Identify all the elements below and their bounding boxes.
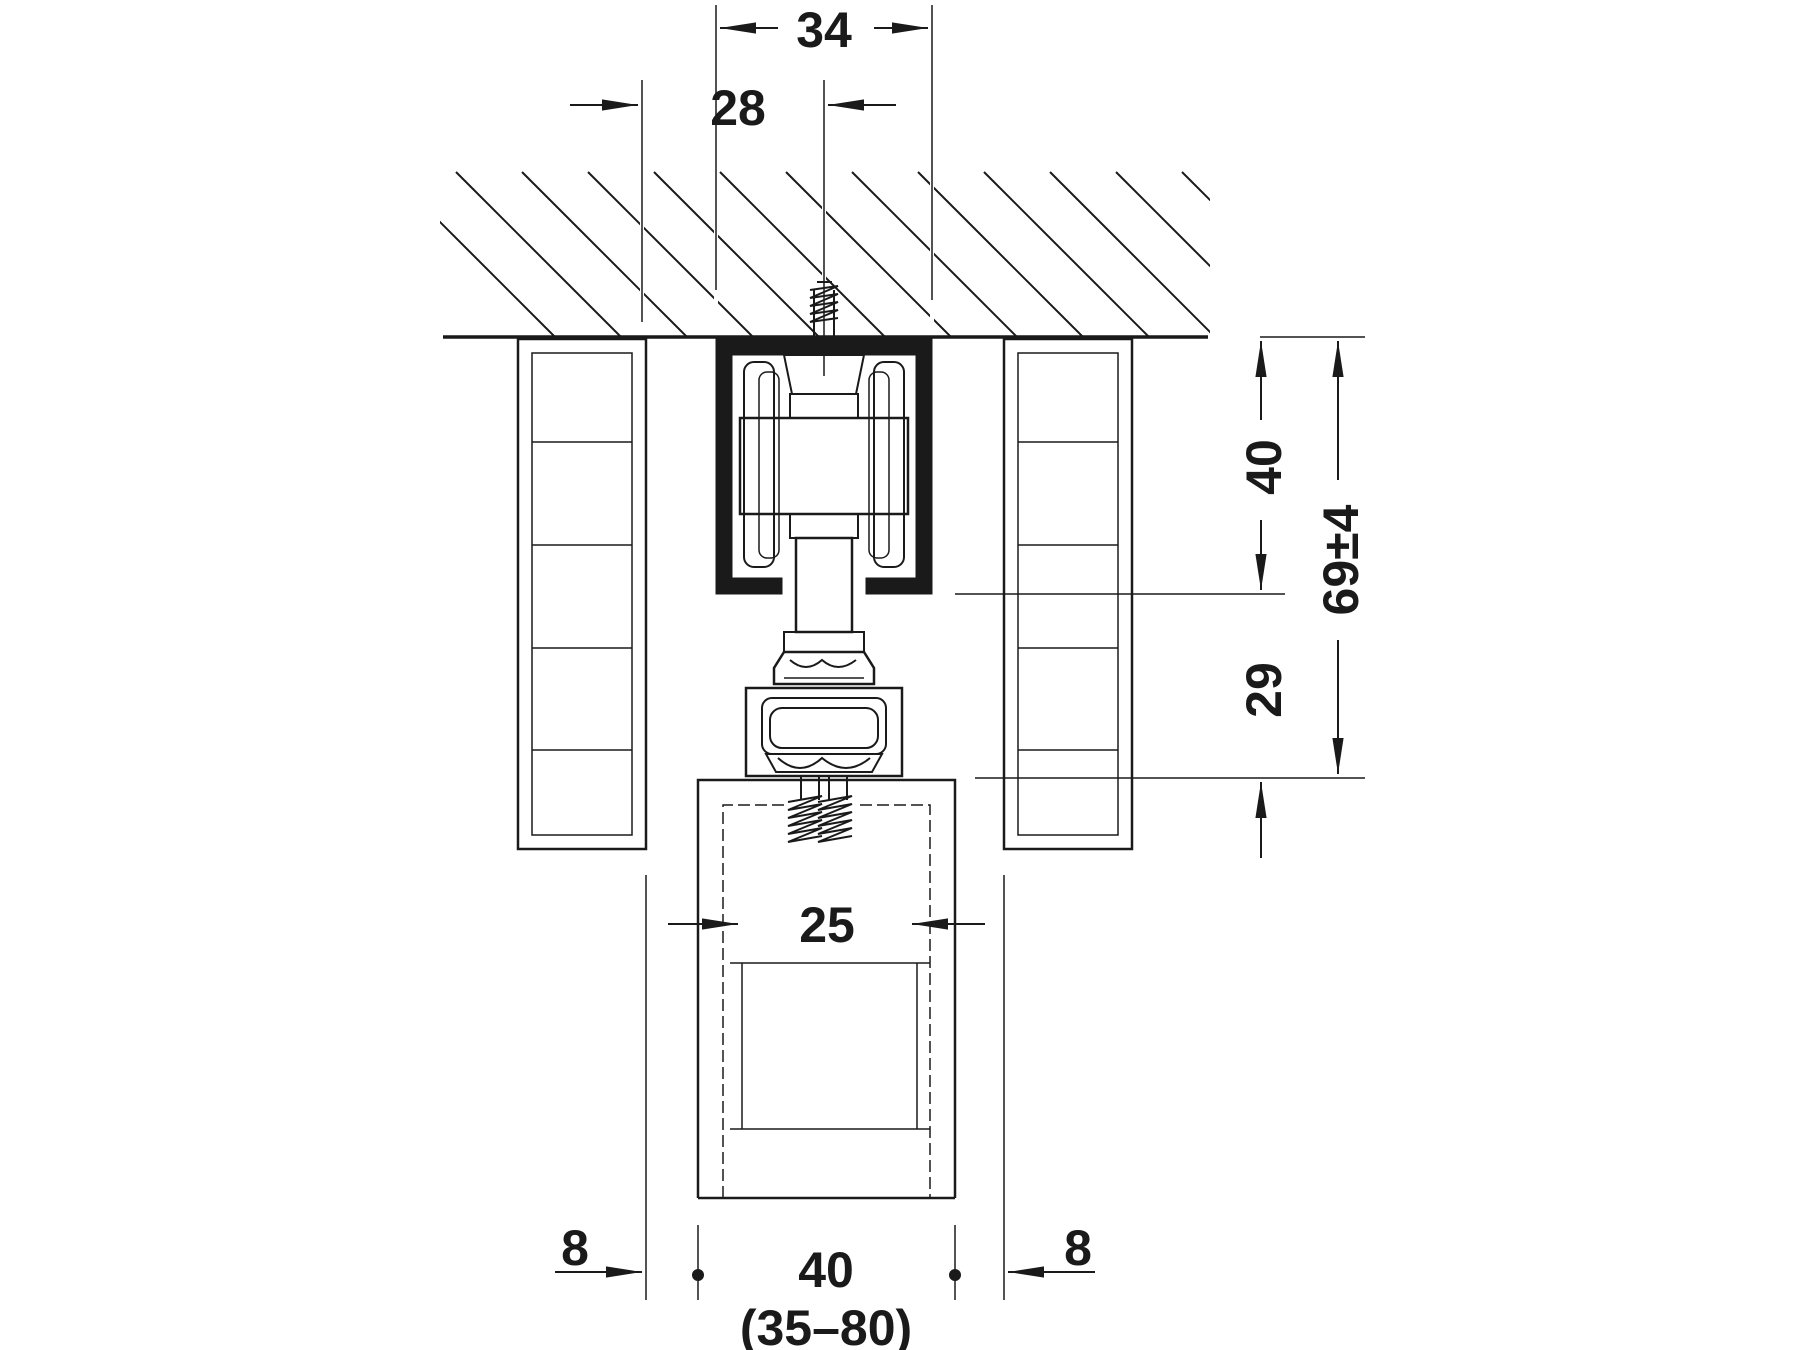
dimension-69-vertical: 69±4 (1313, 341, 1369, 774)
dim-label-29: 29 (1236, 662, 1292, 718)
dimension-8-left: 8 (555, 875, 647, 1300)
dim-label-40-door: 40 (798, 1242, 854, 1298)
track-rail (715, 338, 933, 595)
dimension-8-right: 8 (1003, 875, 1095, 1300)
hanger-bolt (772, 631, 876, 686)
ceiling (440, 171, 1210, 339)
dim-label-69: 69±4 (1313, 504, 1369, 615)
dim-label-40-rail: 40 (1236, 439, 1292, 495)
dim-label-8-left: 8 (561, 1220, 589, 1276)
dim-label-34: 34 (796, 2, 852, 58)
door-screws (787, 776, 853, 843)
dimension-40-vertical: 40 (955, 336, 1365, 779)
mounting-plate (744, 686, 904, 778)
dimension-door-thickness: 40 (35–80) (692, 1225, 961, 1350)
dimension-29-vertical: 29 (1236, 662, 1292, 858)
dim-label-range: (35–80) (740, 1300, 912, 1350)
dimension-34: 34 (715, 2, 933, 300)
dim-label-8-right: 8 (1064, 1220, 1092, 1276)
sliding-door (696, 778, 957, 1200)
dim-label-28: 28 (710, 80, 766, 136)
dimension-25: 25 (668, 897, 985, 953)
dimension-28: 28 (570, 80, 896, 376)
dim-label-25: 25 (799, 897, 855, 953)
left-door-leaf (516, 337, 648, 851)
